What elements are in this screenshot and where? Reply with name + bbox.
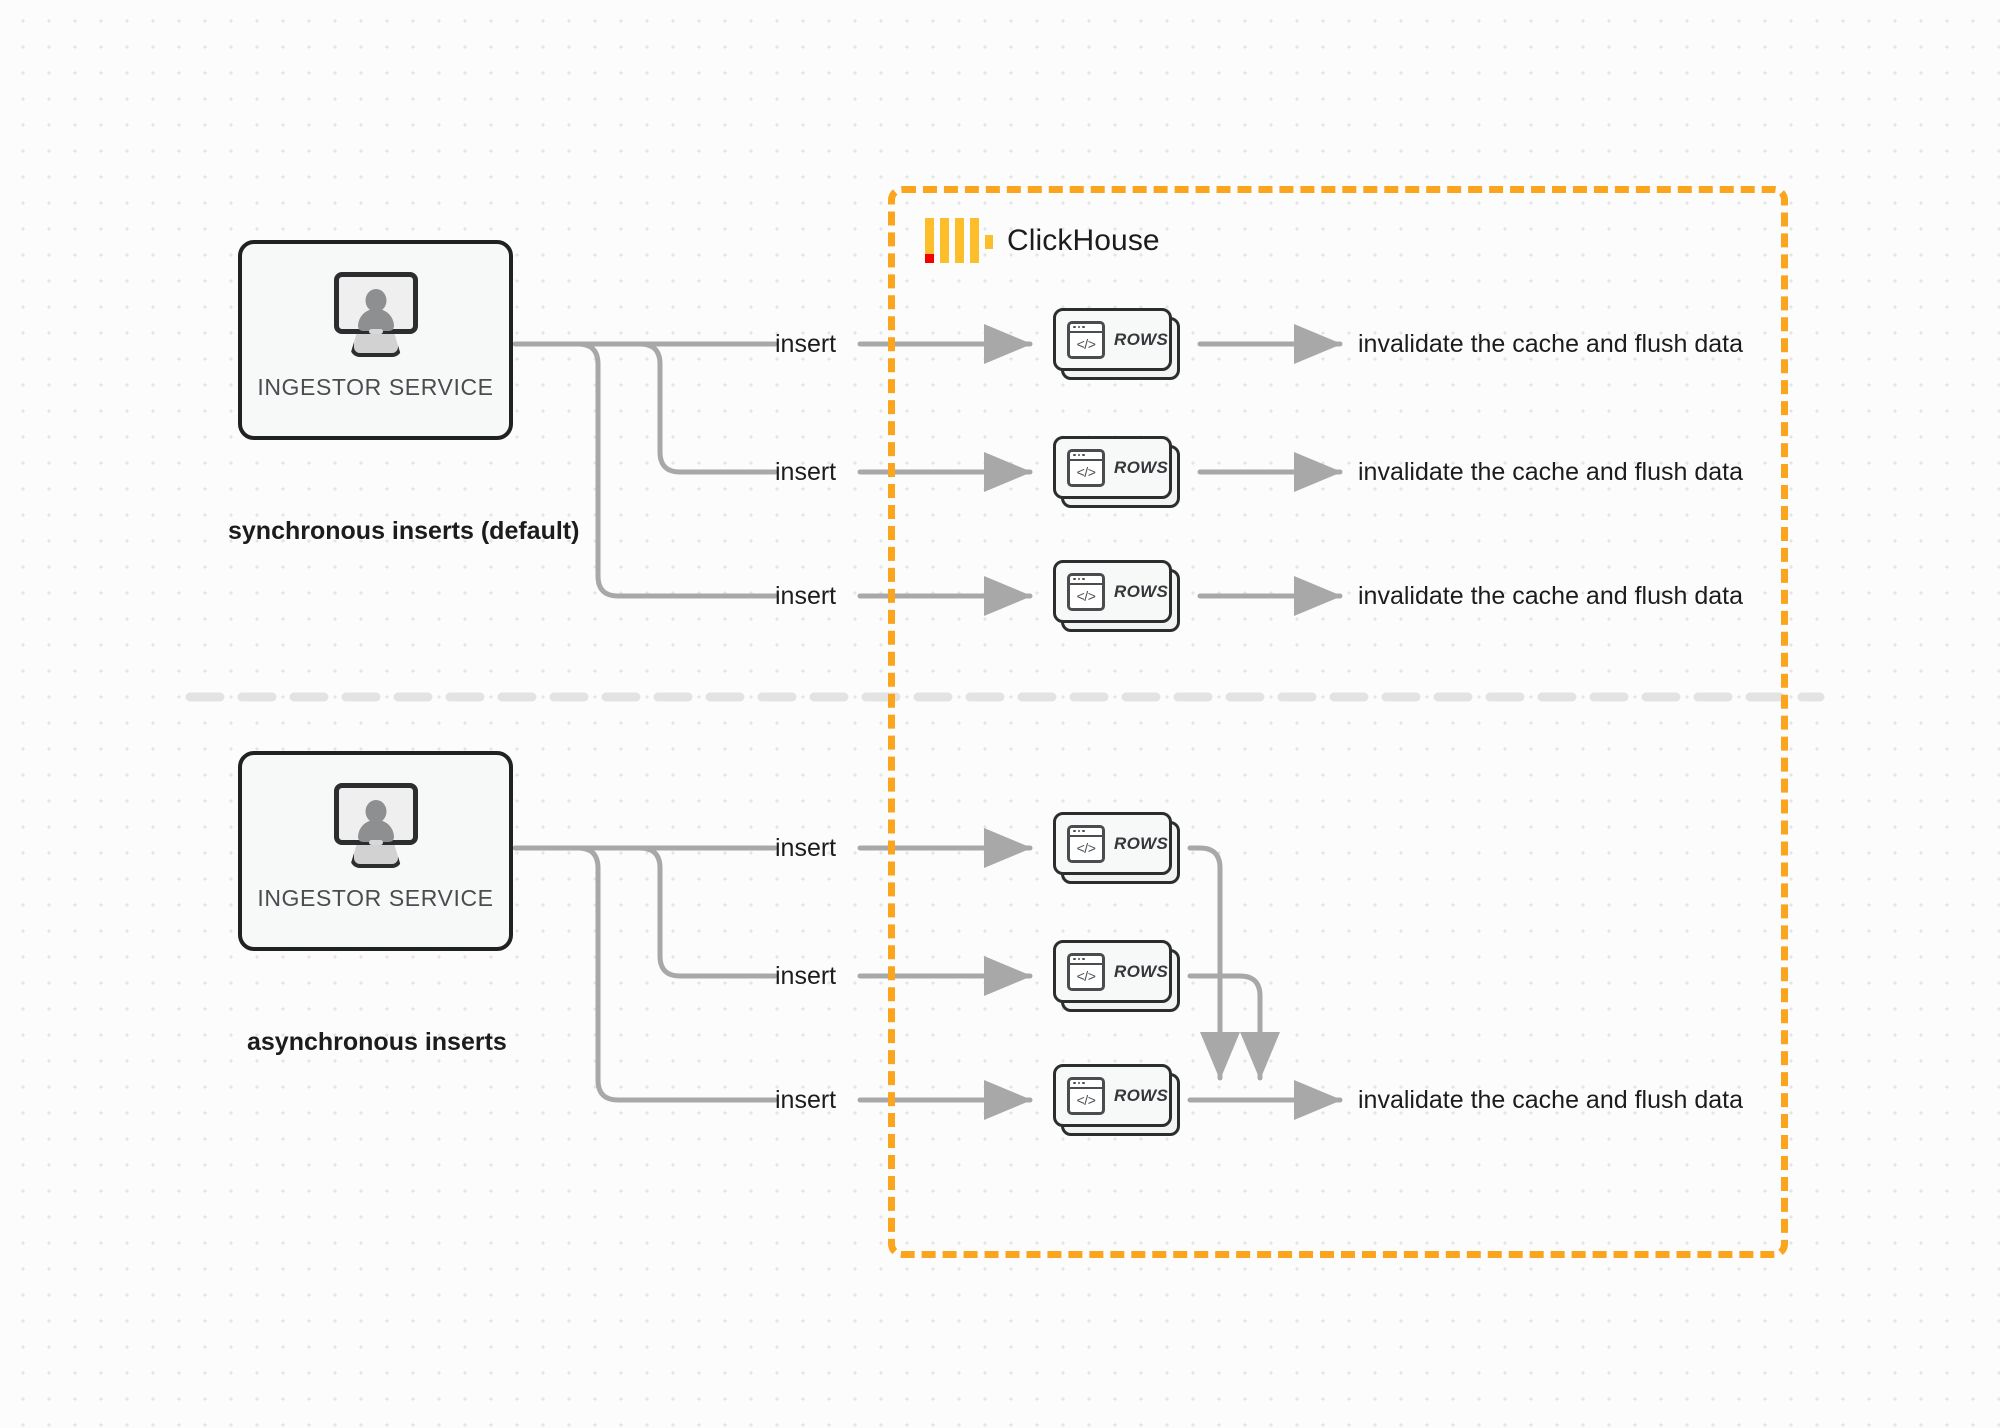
clickhouse-logo-row: ClickHouse xyxy=(925,218,1160,263)
clickhouse-boundary xyxy=(888,186,1788,1258)
rows-label: ROWS xyxy=(1114,457,1169,477)
monitor-user-icon xyxy=(328,272,424,358)
rows-label: ROWS xyxy=(1114,329,1169,349)
code-window-icon: </> xyxy=(1067,952,1105,991)
code-window-icon: </> xyxy=(1067,1076,1105,1115)
clickhouse-label: ClickHouse xyxy=(1007,223,1160,257)
rows-card-front: </> ROWS xyxy=(1053,812,1172,875)
monitor-user-icon xyxy=(328,783,424,869)
code-glyph: </> xyxy=(1076,336,1096,352)
clickhouse-logo-icon xyxy=(925,218,993,263)
ingestor-service-sync[interactable]: INGESTOR SERVICE xyxy=(238,240,513,440)
rows-card-front: </> ROWS xyxy=(1053,436,1172,499)
rows-node-sync-3[interactable]: </> ROWS xyxy=(1053,560,1180,632)
wire-sync-branch-3 xyxy=(557,341,778,599)
code-window-icon: </> xyxy=(1067,320,1105,359)
rows-label: ROWS xyxy=(1114,961,1169,981)
insert-label-async-3: insert xyxy=(775,1086,837,1114)
rows-card-front: </> ROWS xyxy=(1053,940,1172,1003)
flush-label-sync-3: invalidate the cache and flush data xyxy=(1358,582,1743,610)
section-caption-asynchronous: asynchronous inserts xyxy=(247,1028,507,1056)
code-glyph: </> xyxy=(1076,840,1096,856)
code-window-icon: </> xyxy=(1067,448,1105,487)
rows-label: ROWS xyxy=(1114,833,1169,853)
insert-label-sync-1: insert xyxy=(775,330,837,358)
wire-async-branch-2 xyxy=(597,845,778,979)
insert-label-sync-2: insert xyxy=(775,458,837,486)
flush-label-async-merged: invalidate the cache and flush data xyxy=(1358,1086,1743,1114)
wire-async-branch-3 xyxy=(557,845,778,1103)
rows-label: ROWS xyxy=(1114,581,1169,601)
rows-label: ROWS xyxy=(1114,1085,1169,1105)
rows-card-front: </> ROWS xyxy=(1053,308,1172,371)
flush-label-sync-1: invalidate the cache and flush data xyxy=(1358,330,1743,358)
rows-node-sync-1[interactable]: </> ROWS xyxy=(1053,308,1180,380)
rows-card-front: </> ROWS xyxy=(1053,1064,1172,1127)
ingestor-service-async[interactable]: INGESTOR SERVICE xyxy=(238,751,513,951)
insert-label-sync-3: insert xyxy=(775,582,837,610)
rows-node-sync-2[interactable]: </> ROWS xyxy=(1053,436,1180,508)
insert-label-async-2: insert xyxy=(775,962,837,990)
code-glyph: </> xyxy=(1076,968,1096,984)
section-caption-synchronous: synchronous inserts (default) xyxy=(228,517,580,545)
code-window-icon: </> xyxy=(1067,824,1105,863)
code-glyph: </> xyxy=(1076,464,1096,480)
insert-label-async-1: insert xyxy=(775,834,837,862)
flush-label-sync-2: invalidate the cache and flush data xyxy=(1358,458,1743,486)
code-glyph: </> xyxy=(1076,588,1096,604)
ingestor-service-label-async: INGESTOR SERVICE xyxy=(257,885,494,911)
rows-node-async-1[interactable]: </> ROWS xyxy=(1053,812,1180,884)
rows-card-front: </> ROWS xyxy=(1053,560,1172,623)
wire-sync-branch-2 xyxy=(597,341,778,475)
rows-node-async-3[interactable]: </> ROWS xyxy=(1053,1064,1180,1136)
rows-node-async-2[interactable]: </> ROWS xyxy=(1053,940,1180,1012)
ingestor-service-label-sync: INGESTOR SERVICE xyxy=(257,374,494,400)
code-glyph: </> xyxy=(1076,1092,1096,1108)
code-window-icon: </> xyxy=(1067,572,1105,611)
